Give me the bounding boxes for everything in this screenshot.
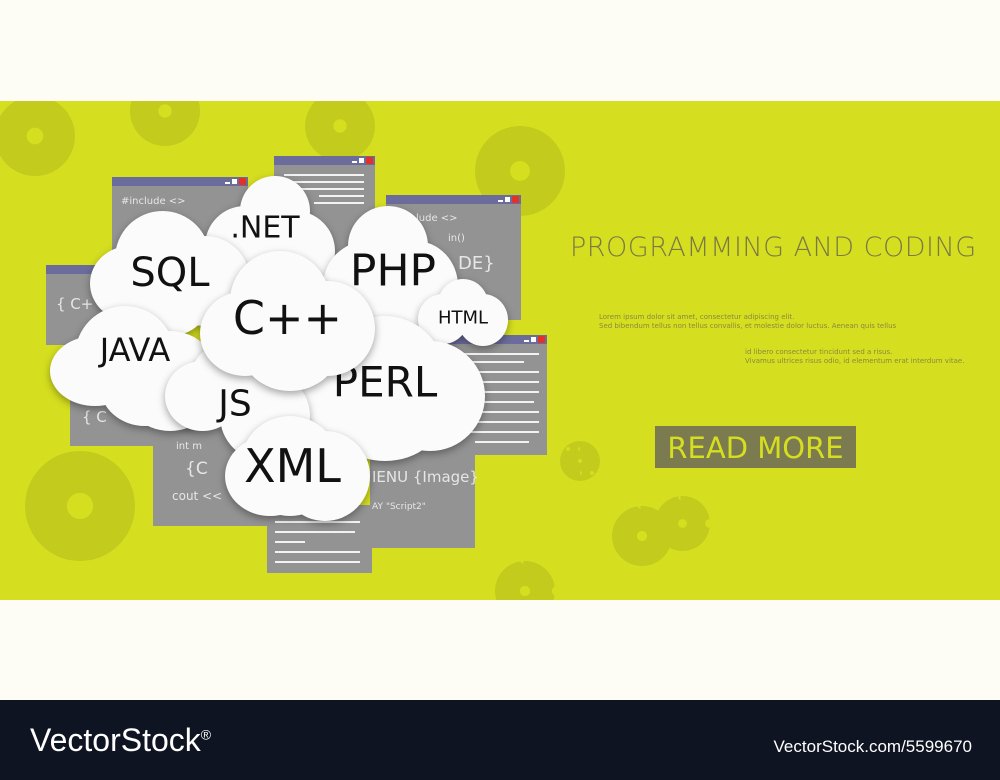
gear-icon [655, 496, 710, 551]
gear-icon [0, 101, 75, 176]
description-text: id libero consectetur tincidunt sed a ri… [745, 348, 965, 365]
watermark-footer: VectorStock® VectorStock.com/5599670 [0, 700, 1000, 780]
vectorstock-logo: VectorStock® [30, 722, 212, 758]
cloud-perl: PERL [285, 301, 485, 481]
page-title: PROGRAMMING AND CODING [570, 232, 977, 263]
gear-icon [25, 451, 135, 561]
cloud-cpp: C++ [200, 251, 375, 391]
cloud-html: HTML [418, 279, 508, 349]
gear-icon [495, 561, 555, 600]
image-id: VectorStock.com/5599670 [773, 737, 972, 756]
gear-icon [560, 441, 600, 481]
gear-icon [130, 101, 200, 146]
gear-icon [305, 101, 375, 161]
description-text: Lorem ipsum dolor sit amet, consectetur … [599, 313, 897, 330]
banner: #include <> lude <> in() DE} { C+ { C in… [0, 101, 1000, 600]
cloud-xml: XML [205, 416, 380, 526]
read-more-button[interactable]: READ MORE [655, 426, 856, 468]
